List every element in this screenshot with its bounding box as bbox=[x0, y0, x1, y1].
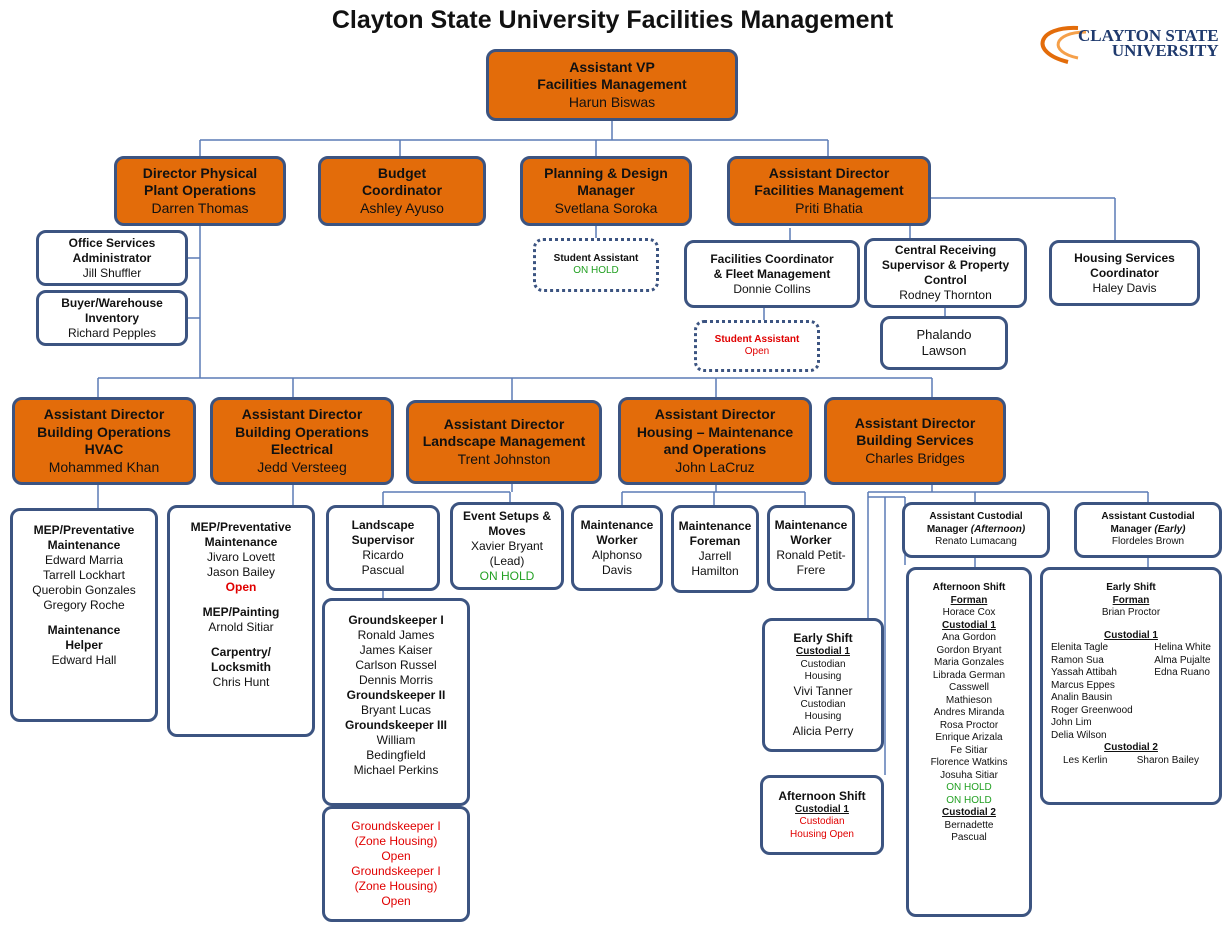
acm-afternoon-box: Assistant Custodial Manager (Afternoon) … bbox=[902, 502, 1050, 558]
early-shift-list-box: Early Shift Forman Brian Proctor Custodi… bbox=[1040, 567, 1222, 805]
acm-early-box: Assistant Custodial Manager (Early) Flor… bbox=[1074, 502, 1222, 558]
chart-title: Clayton State University Facilities Mana… bbox=[331, 6, 894, 34]
groundskeeper-zone-open-box: Groundskeeper I(Zone Housing)Open Ground… bbox=[322, 806, 470, 922]
facilities-coordinator-box: Facilities Coordinator& Fleet Management… bbox=[684, 240, 860, 308]
university-logo bbox=[1040, 25, 1087, 64]
afternoon-shift-list-box: Afternoon Shift Forman Horace Cox Custod… bbox=[906, 567, 1032, 917]
